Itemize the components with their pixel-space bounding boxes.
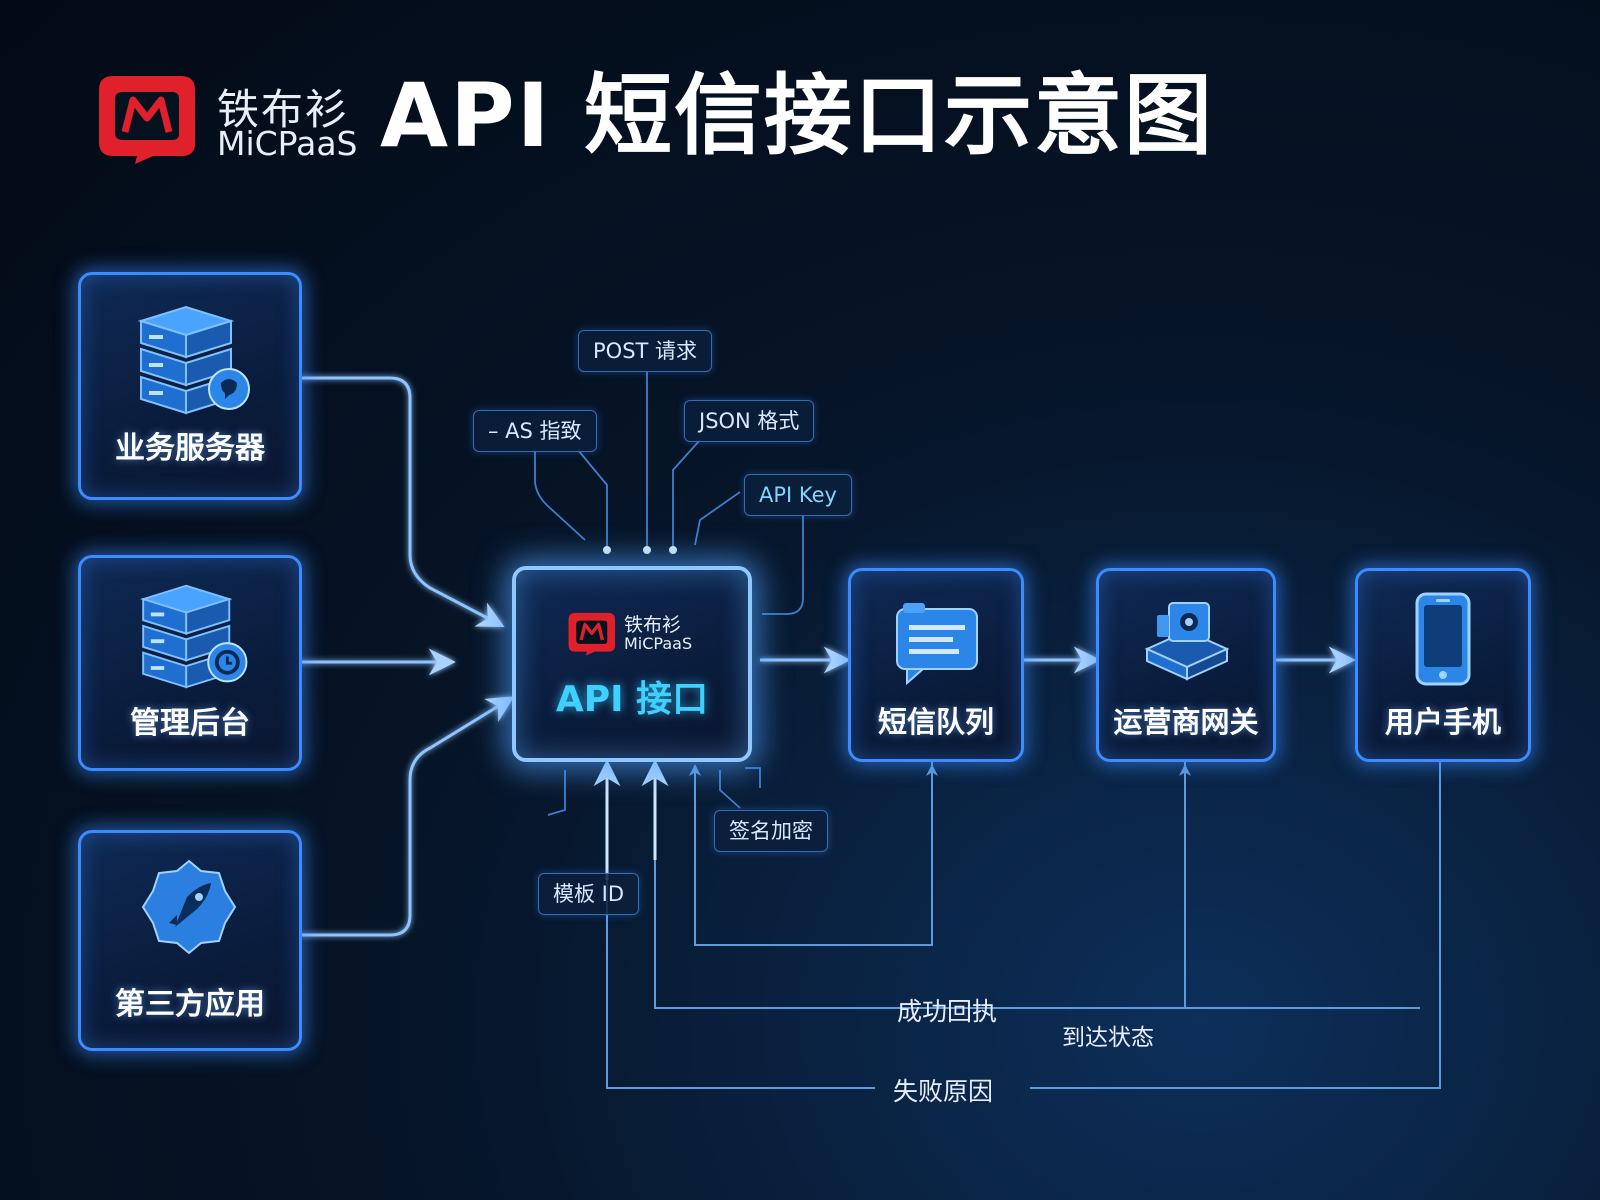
api-brand-en: MiCPaaS [624,634,693,653]
feedback-line-success [649,760,1186,1009]
brand-name-en: MiCPaaS [217,124,358,163]
api-label: API 接口 [555,679,709,720]
tag-template-id: 模板 ID [538,873,640,915]
api-node: 铁布衫 MiCPaaS API 接口 [512,566,752,762]
tag-line-left-small [547,770,566,816]
tag-line-aes-2 [577,449,608,550]
tag-aes: – AS 指致 [473,410,597,452]
source-node-admin-console: 管理后台 [78,555,302,771]
source-label-admin-console: 管理后台 [130,706,250,741]
tag-line-json [672,439,701,550]
tag-post-request: POST 请求 [578,330,713,372]
port-dot-1 [603,546,611,554]
tag-line-apikey-2 [762,515,804,615]
phone-icon [1415,592,1471,686]
gateway-icon [1144,602,1230,681]
port-dot-3 [669,546,677,554]
page-title: API 短信接口示意图 [380,64,1214,167]
pipeline-node-user-phone: 用户手机 [1355,568,1531,762]
feedback-label-status: 到达状态 [1062,1025,1154,1051]
tag-api-key: API Key [744,474,852,516]
feedback-line-queue [689,760,933,946]
tag-line-right-small [745,767,761,788]
pipeline-node-carrier-gateway: 运营商网关 [1096,568,1276,762]
tag-line-sign [719,770,741,809]
source-label-third-party-app: 第三方应用 [115,987,265,1022]
feedback-label-failure: 失败原因 [893,1077,994,1106]
brand-name-cn: 铁布衫 [217,85,350,134]
feedback-label-success: 成功回执 [897,997,998,1026]
flow-line-thirdparty [300,696,515,937]
api-logo-icon [568,612,615,656]
pipeline-label-carrier-gateway: 运营商网关 [1113,705,1259,739]
pipeline-label-user-phone: 用户手机 [1384,705,1501,739]
source-node-third-party-app: 第三方应用 [78,830,302,1051]
tag-json-format: JSON 格式 [684,400,815,442]
port-dot-2 [643,546,651,554]
server-chat-icon [137,305,250,415]
logo-icon [99,76,195,164]
tag-signature: 签名加密 [714,810,828,852]
pipeline-node-sms-queue: 短信队列 [848,568,1024,762]
rocket-icon [141,859,237,955]
server-clock-icon [139,584,248,689]
source-label-business-server: 业务服务器 [115,431,265,466]
pipeline-label-sms-queue: 短信队列 [877,705,994,739]
api-brand-cn: 铁布衫 [624,614,682,636]
flow-line-server [300,376,505,628]
feedback-line-failure [1030,760,1441,1089]
tag-line-aes [534,450,586,541]
message-icon [896,603,978,686]
tag-line-apikey [694,491,741,546]
source-node-business-server: 业务服务器 [78,272,302,500]
